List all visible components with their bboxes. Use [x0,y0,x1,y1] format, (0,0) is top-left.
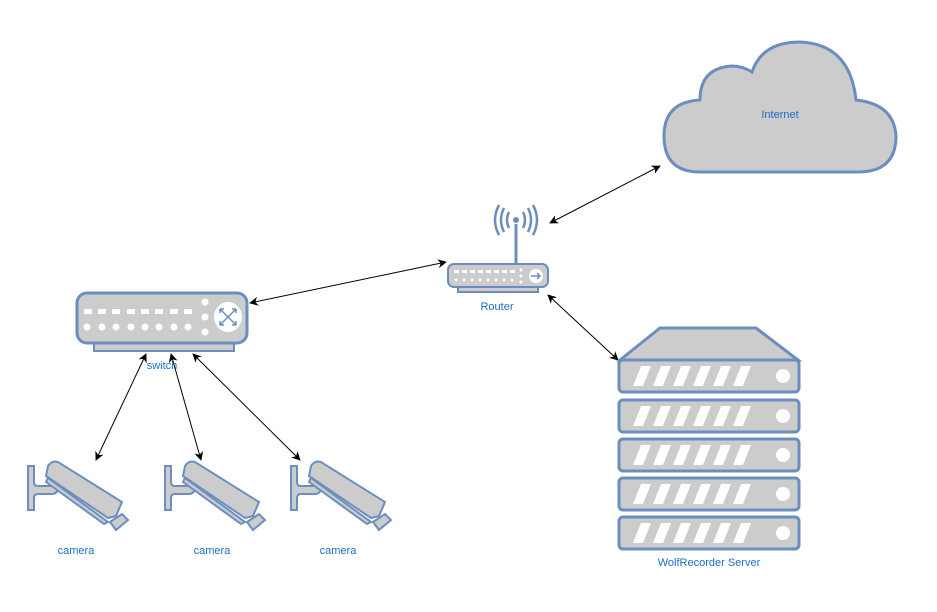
camera-node-3[interactable]: camera [290,460,392,558]
security-camera-icon [164,460,266,531]
router-node[interactable]: Router [447,204,549,313]
switch-node[interactable]: switch [75,291,249,372]
internet-node[interactable]: Internet [662,40,898,174]
security-camera-icon [27,460,129,531]
camera-node-2[interactable]: camera [164,460,266,558]
camera-label: camera [320,545,358,557]
edge-switch-camera1 [95,353,147,461]
security-camera-icon [290,460,392,531]
camera-label: camera [194,545,232,557]
camera-node-1[interactable]: camera [27,460,129,558]
edge-switch-camera3 [192,353,301,461]
server-node[interactable]: WolfRecorder Server [615,326,803,569]
router-label: Router [480,301,513,313]
edge-router-server [547,294,619,361]
internet-label: Internet [761,109,798,121]
server-rack-icon [615,326,803,551]
edge-router-internet [549,165,661,224]
wireless-router-icon [447,204,549,293]
edge-switch-router [249,259,447,306]
cloud-icon [662,40,898,174]
network-switch-icon [75,291,249,352]
switch-label: switch [147,360,178,372]
camera-label: camera [58,545,96,557]
server-label: WolfRecorder Server [658,557,761,569]
